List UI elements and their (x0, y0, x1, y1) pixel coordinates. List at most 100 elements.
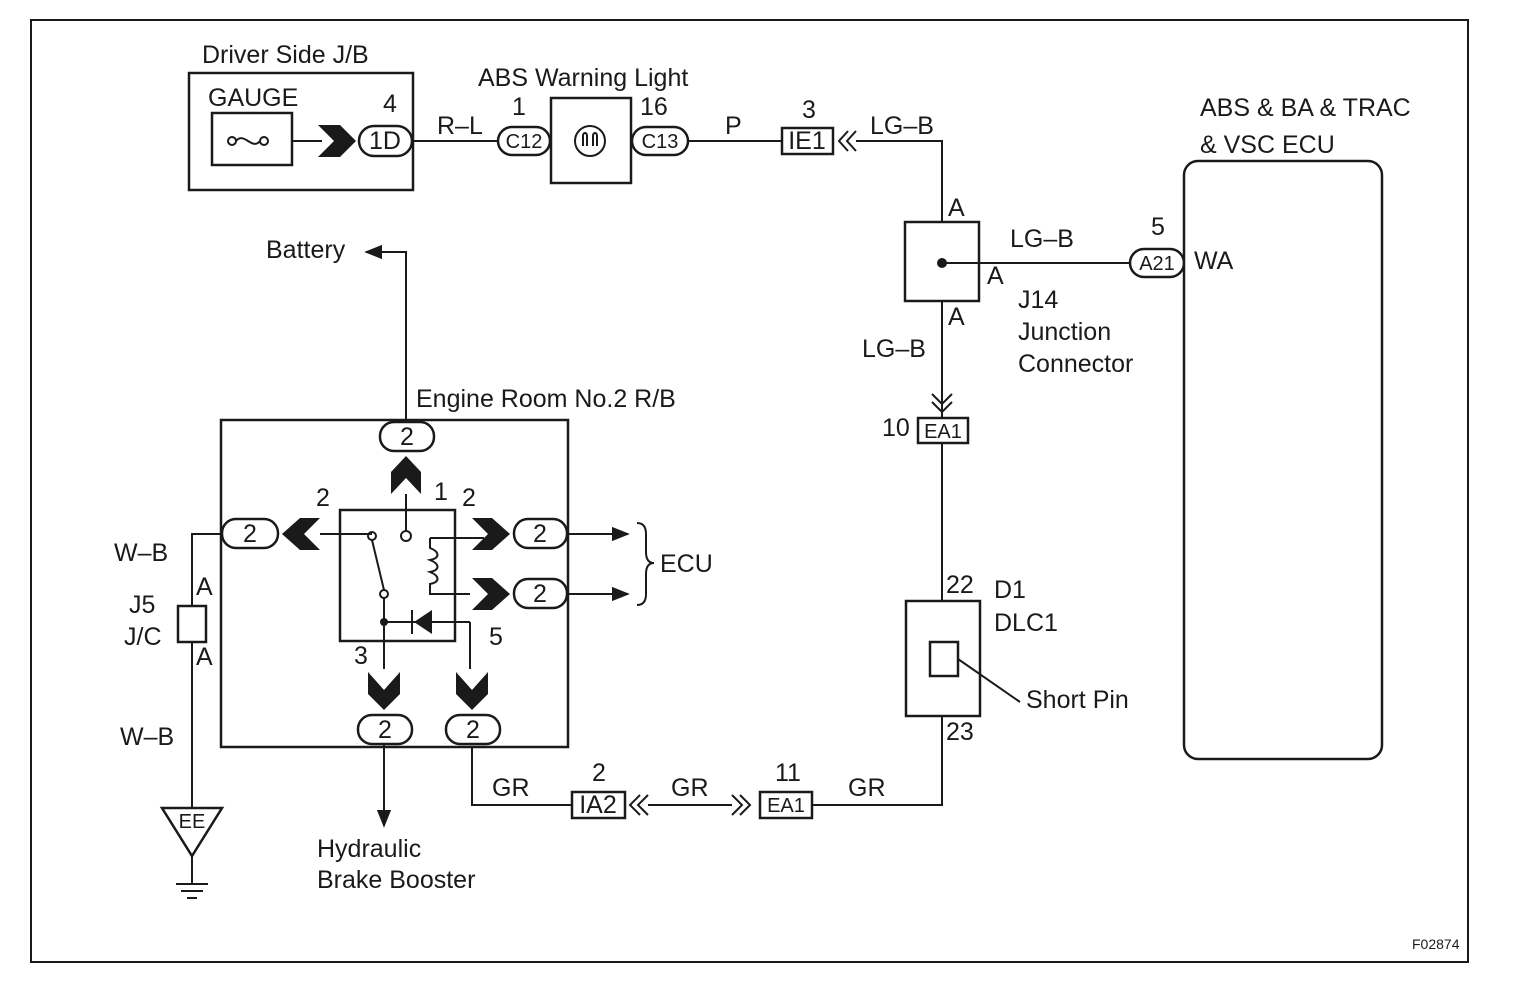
gauge-fuse (210, 111, 294, 167)
relay-switch-icon (371, 539, 385, 591)
inline-connector-icon (837, 130, 857, 152)
figure-id: F02874 (1412, 936, 1460, 952)
ecu-brace (636, 522, 655, 606)
abs-warning-light: ABS Warning Light 1 C12 16 C13 (478, 64, 690, 185)
pin-4: 4 (383, 90, 397, 118)
warning-lamp-housing (549, 96, 633, 185)
fuse-icon (227, 136, 269, 146)
ecu-label: ECU (660, 550, 713, 578)
connector-ea1-top-label: EA1 (924, 421, 962, 443)
pin-1-c12: 1 (512, 93, 526, 121)
j14-junction-connector: A A A J14 Junction Connector (903, 194, 1133, 378)
connector-chevron-icon (318, 125, 356, 157)
driver-jb-title: Driver Side J/B (202, 41, 369, 69)
diagram-frame (30, 19, 1469, 963)
chevron-up-icon (391, 456, 421, 494)
battery-label: Battery (266, 236, 346, 264)
brake-booster-label: Brake Booster (317, 866, 475, 894)
dlc1-label: DLC1 (994, 609, 1058, 637)
hydraulic-label: Hydraulic (317, 835, 421, 863)
diode-icon (414, 610, 432, 634)
ecu-title-line1: ABS & BA & TRAC (1200, 94, 1411, 122)
chevron-right-icon (472, 518, 510, 550)
connector-c12-label: C12 (506, 131, 543, 153)
wire-gr-left (471, 744, 572, 806)
j5-label: J5 (129, 591, 155, 619)
rb-connector-bottom-2-label: 2 (466, 716, 480, 744)
junction-label: Junction (1018, 318, 1111, 346)
engine-room-rb: Engine Room No.2 R/B 2 1 2 2 2 2 (219, 385, 676, 749)
relay-pin-2-left: 2 (316, 484, 330, 512)
pin-5-a21: 5 (1151, 213, 1165, 241)
ground-label: EE (179, 811, 206, 833)
short-pin-icon (928, 640, 960, 678)
relay-pin-2-right: 2 (462, 484, 476, 512)
j14-label: J14 (1018, 286, 1058, 314)
pin-22: 22 (946, 571, 974, 599)
ground-point (159, 806, 225, 859)
pin-16: 16 (640, 93, 668, 121)
connector-ia2-label: IA2 (579, 791, 617, 819)
wire-label-w-b-top: W–B (114, 539, 168, 567)
connector-ea1-bottom (758, 790, 814, 820)
chevron-down-icon (456, 672, 488, 710)
relay-pin-5: 5 (489, 623, 503, 651)
connector-ea1-bottom-label: EA1 (767, 795, 805, 817)
rb-connector-top-label: 2 (400, 423, 414, 451)
engine-rb-title: Engine Room No.2 R/B (416, 385, 676, 413)
driver-side-jb: Driver Side J/B GAUGE 4 1D (187, 41, 415, 192)
j5-pin-a-bottom: A (196, 643, 213, 671)
dlc1: 22 Short Pin D1 DLC1 23 (904, 571, 1129, 746)
wire-label-p: P (725, 112, 742, 140)
pin-2-ia2: 2 (592, 759, 606, 787)
inline-connector-icon (628, 794, 649, 816)
ecu-title-line2: & VSC ECU (1200, 131, 1335, 159)
connector-ie1 (780, 126, 835, 156)
connector-ie1-label: IE1 (788, 127, 826, 155)
connector-label: Connector (1018, 350, 1133, 378)
wire-label-gr-left: GR (492, 774, 530, 802)
j14-pin-a-bottom: A (948, 303, 965, 331)
connector-ea1-top (916, 416, 970, 445)
inline-connector-icon (731, 794, 752, 816)
rb-connector-bottom-1-label: 2 (378, 716, 392, 744)
connector-a21-label: A21 (1139, 253, 1175, 275)
wire-label-gr-right: GR (848, 774, 886, 802)
chevron-left-icon (282, 518, 320, 550)
relay-pin-3: 3 (354, 642, 368, 670)
j5-junction (176, 604, 208, 644)
pin-3-ie1: 3 (802, 96, 816, 124)
gauge-label: GAUGE (208, 84, 298, 112)
connector-1d-label: 1D (369, 127, 401, 155)
wire-label-gr-middle: GR (671, 774, 709, 802)
ground-icon (176, 856, 208, 899)
pin-11: 11 (775, 759, 801, 787)
wire-label-lg-b-down: LG–B (862, 335, 926, 363)
pin-23: 23 (946, 718, 974, 746)
j5-pin-a-top: A (196, 573, 213, 601)
inline-connector-icon (931, 393, 953, 414)
rb-connector-right-2-label: 2 (533, 580, 547, 608)
terminal-wa: WA (1194, 247, 1234, 275)
pin-10: 10 (882, 414, 910, 442)
wire-label-lg-b-top: LG–B (870, 112, 934, 140)
wire-battery (364, 244, 407, 421)
relay-coil-icon (426, 538, 470, 595)
j14-pin-a-top: A (948, 194, 965, 222)
wire-w-b-top (191, 533, 222, 606)
wire-label-lg-b-ecu: LG–B (1010, 225, 1074, 253)
wire-label-w-b-bottom: W–B (120, 723, 174, 751)
d1-label: D1 (994, 576, 1026, 604)
rb-connector-top (378, 420, 436, 453)
abs-light-title: ABS Warning Light (478, 64, 688, 92)
wire-lg-b-top (856, 140, 943, 222)
bulb-icon (574, 125, 606, 157)
short-pin-label: Short Pin (1026, 686, 1129, 714)
rb-connector-right-1-label: 2 (533, 520, 547, 548)
chevron-right-icon (472, 578, 510, 610)
abs-ba-trac-vsc-ecu: ABS & BA & TRAC & VSC ECU WA (1182, 94, 1411, 761)
wire-label-r-l: R–L (437, 112, 483, 140)
wire-gr-right (812, 716, 943, 806)
rb-connector-bottom-2 (444, 713, 502, 746)
